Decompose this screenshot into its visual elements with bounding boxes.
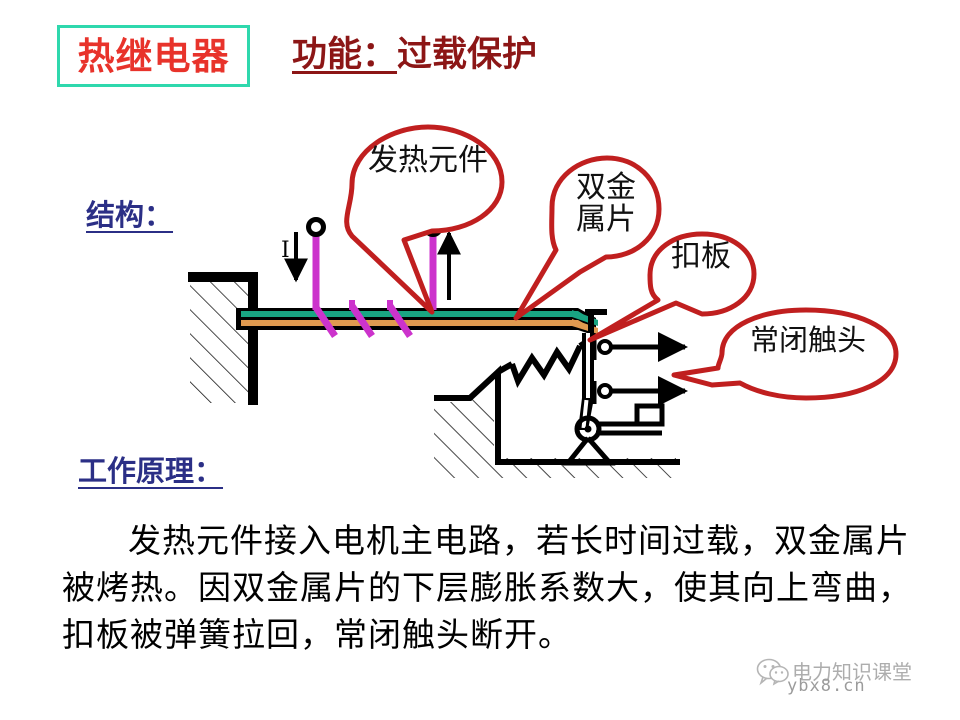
current-label: I bbox=[281, 238, 290, 263]
normally-closed-contacts bbox=[591, 332, 688, 406]
callout-heating-element bbox=[344, 124, 505, 315]
hatched-wall-left bbox=[188, 272, 258, 405]
principle-heading: 工作原理： bbox=[78, 454, 224, 488]
callout-bimetal-strip bbox=[513, 155, 662, 321]
wechat-icon bbox=[756, 658, 789, 686]
callout-normally-closed-contact bbox=[671, 307, 899, 401]
buckle-plate bbox=[578, 309, 607, 430]
structure-heading: 结构： bbox=[86, 198, 174, 232]
watermark: 电力知识课堂 ybx8.cn bbox=[756, 655, 956, 707]
terminal-left bbox=[306, 217, 326, 237]
bimetal-strip bbox=[236, 308, 598, 336]
function-label: 功能： bbox=[292, 34, 398, 75]
principle-paragraph: 发热元件接入电机主电路，若长时间过载，双金属片被烤热。因双金属片的下层膨胀系数大… bbox=[62, 521, 912, 654]
heating-coil-nubs bbox=[349, 300, 393, 310]
watermark-url: ybx8.cn bbox=[787, 676, 866, 696]
heating-coil bbox=[312, 232, 437, 338]
function-value: 过载保护 bbox=[397, 34, 538, 75]
watermark-brand: 电力知识课堂 bbox=[792, 660, 912, 684]
callout-buckle-plate bbox=[587, 231, 757, 343]
title-box: 热继电器 bbox=[57, 25, 250, 87]
function-line: 功能：过载保护 bbox=[292, 34, 538, 75]
page-title: 热继电器 bbox=[77, 33, 230, 78]
tension-spring bbox=[496, 336, 593, 388]
reset-link-bar bbox=[596, 403, 665, 436]
pivot-joint bbox=[556, 415, 622, 466]
